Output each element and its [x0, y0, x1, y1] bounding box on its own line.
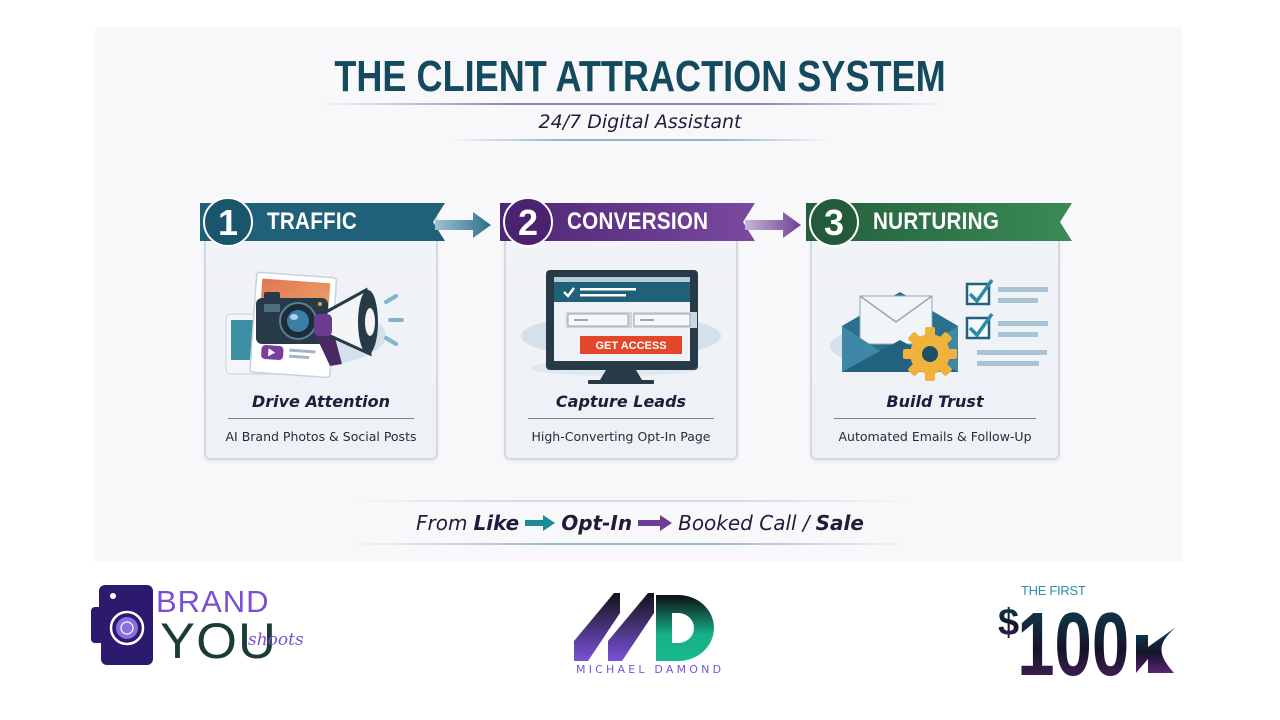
first-100k-logo: $ 100: [998, 594, 1176, 677]
arrow-right-icon: [638, 515, 673, 531]
tagline-divider-bottom: [345, 543, 915, 545]
svg-text:100: 100: [1017, 594, 1129, 677]
tagline-optin: Opt-In: [561, 511, 633, 535]
page-title: THE CLIENT ATTRACTION SYSTEM: [334, 52, 946, 101]
step-card-traffic: Drive Attention AI Brand Photos & Social…: [204, 214, 438, 460]
step-banner-conversion: 2 CONVERSION: [500, 197, 755, 247]
step-label: NURTURING: [873, 208, 1000, 235]
brand-you-logo-line2: YOU: [160, 613, 277, 669]
card-divider: [528, 418, 714, 419]
step-number-badge: 1: [203, 197, 253, 247]
optin-monitor-icon: GET ACCESS: [506, 254, 736, 394]
subtitle-divider: [450, 139, 830, 141]
card-divider: [228, 418, 414, 419]
card-divider: [834, 418, 1036, 419]
step-description: Automated Emails & Follow-Up: [838, 429, 1032, 444]
title-divider: [318, 103, 948, 105]
svg-text:$: $: [998, 602, 1019, 644]
step-number-badge: 2: [503, 197, 553, 247]
step-label: TRAFFIC: [267, 208, 358, 235]
brand-you-logo-line1: BRAND: [156, 584, 270, 619]
step-heading: Capture Leads: [555, 392, 687, 411]
step-description: AI Brand Photos & Social Posts: [225, 429, 417, 444]
first-100k-small-text: THE FIRST: [1021, 583, 1086, 598]
step-number-badge: 3: [809, 197, 859, 247]
step-heading: Drive Attention: [251, 392, 391, 411]
arrow-right-icon: [745, 212, 801, 238]
step-banner-traffic: 1 TRAFFIC: [200, 197, 445, 247]
step-description: High-Converting Opt-In Page: [531, 429, 711, 444]
michael-damond-monogram-logo: [574, 593, 714, 661]
step-banner-nurturing: 3 NURTURING: [806, 197, 1072, 247]
step-label: CONVERSION: [567, 208, 709, 235]
funnel-tagline: From Like Opt-In Booked Call / Sale: [0, 511, 1280, 535]
tagline-divider-top: [345, 500, 915, 502]
page-subtitle: 24/7 Digital Assistant: [538, 111, 742, 133]
brand-you-logo-accent: shoots: [248, 630, 304, 650]
step-heading: Build Trust: [886, 392, 984, 411]
email-automation-icon: [812, 254, 1058, 394]
camera-megaphone-icon: [206, 254, 436, 394]
tagline-sale: Sale: [815, 511, 864, 535]
tagline-booked-call: Booked Call /: [678, 511, 810, 535]
step-card-nurturing: Build Trust Automated Emails & Follow-Up: [810, 214, 1060, 460]
arrow-right-icon: [435, 212, 491, 238]
tagline-like: Like: [473, 511, 520, 535]
brand-you-camera-icon: [91, 585, 153, 665]
michael-damond-caption: MICHAEL DAMOND: [576, 663, 725, 676]
get-access-cta-label: GET ACCESS: [595, 340, 666, 352]
arrow-right-icon: [525, 515, 556, 531]
step-card-conversion: GET ACCESS Capture Leads High-Converting…: [504, 214, 738, 460]
tagline-prefix: From: [416, 511, 468, 535]
